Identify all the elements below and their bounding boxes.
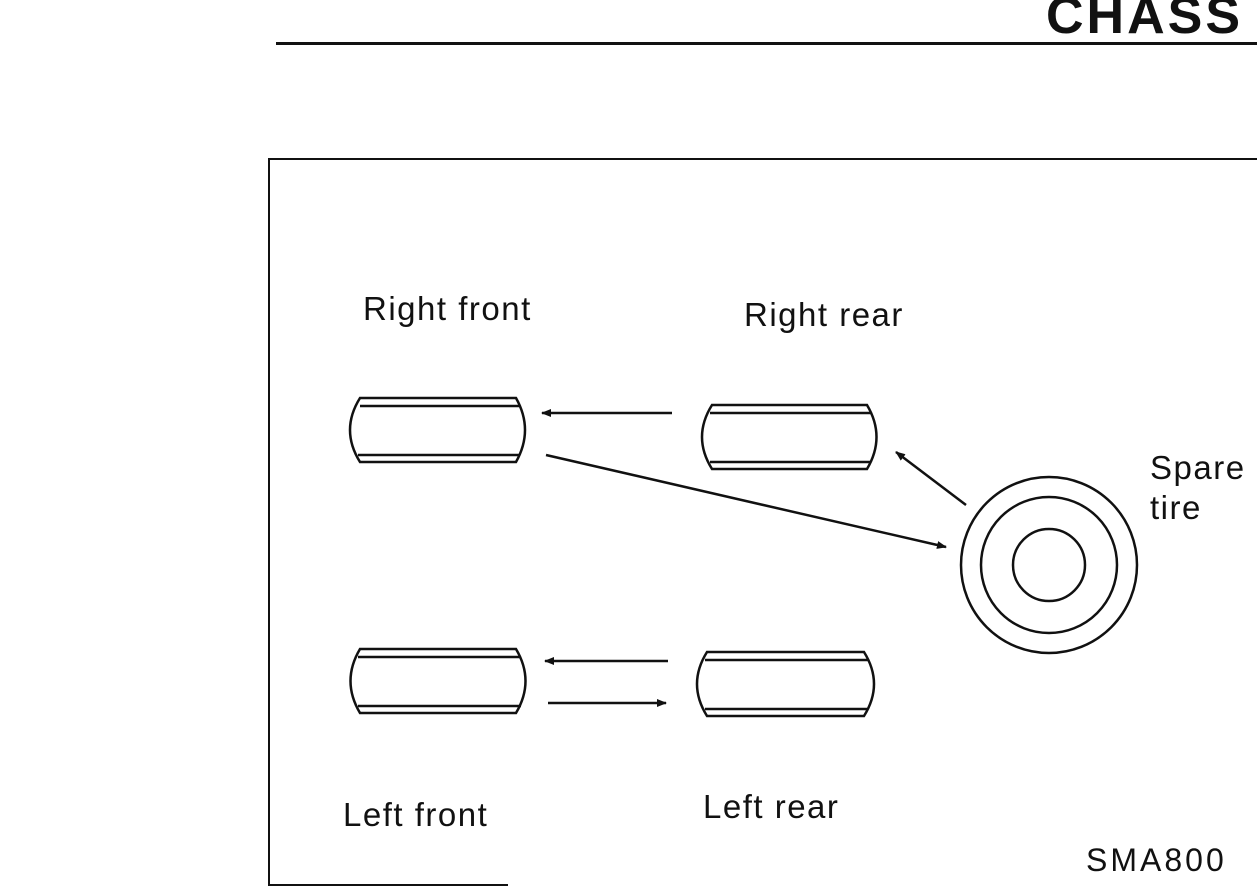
arrow-right-front-to-spare xyxy=(545,453,947,549)
label-spare-line2: tire xyxy=(1150,489,1202,526)
page-header-title: CHASS xyxy=(1046,0,1244,45)
label-right-front: Right front xyxy=(363,290,532,327)
label-spare-tire: Spare tire xyxy=(1150,448,1246,528)
label-left-front: Left front xyxy=(343,796,489,833)
figure-code: SMA800 xyxy=(1086,842,1227,878)
figure-frame xyxy=(268,158,1257,886)
spare-tire xyxy=(959,475,1139,655)
header-rule xyxy=(276,42,1257,45)
arrow-spare-to-right-rear xyxy=(895,451,967,506)
right-rear-tire xyxy=(700,403,878,471)
right-front-tire xyxy=(348,396,527,464)
label-left-rear: Left rear xyxy=(703,788,840,825)
left-front-tire xyxy=(349,647,527,715)
label-spare-line1: Spare xyxy=(1150,449,1246,486)
label-right-rear: Right rear xyxy=(744,296,904,333)
rotation-arrows xyxy=(541,409,967,707)
figure-frame-bottom xyxy=(268,884,508,886)
left-rear-tire xyxy=(695,650,876,718)
